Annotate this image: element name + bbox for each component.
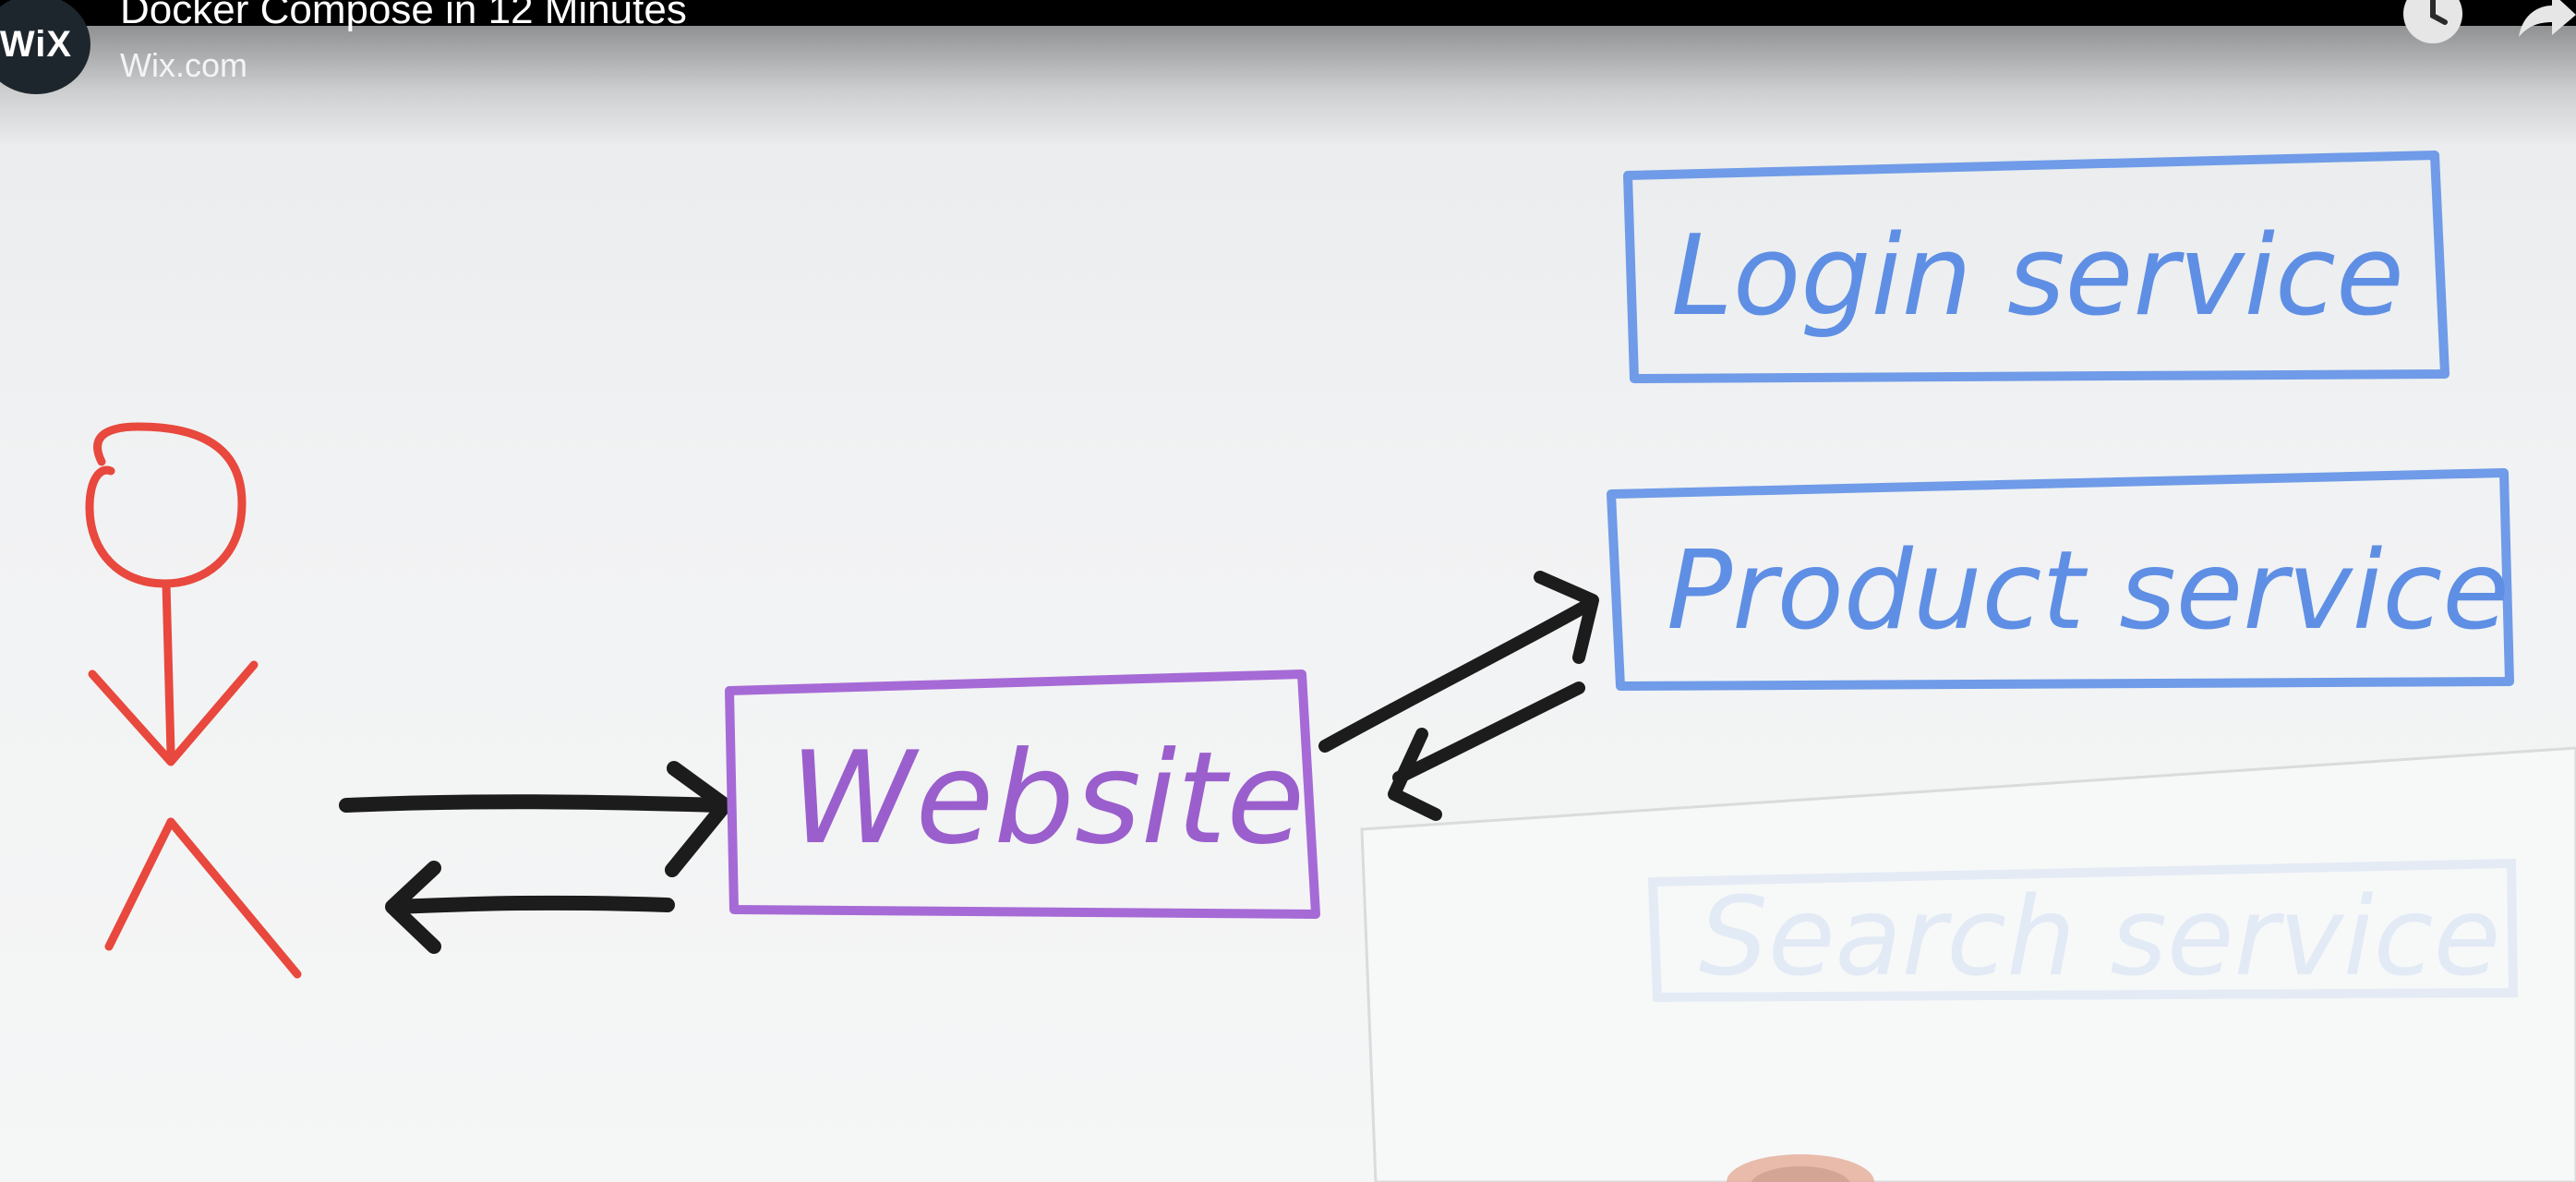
player-top-bar <box>0 0 2576 26</box>
login-service-box: Login service <box>1623 151 2450 383</box>
product-service-box: Product service <box>1607 468 2514 691</box>
share-arrow-icon[interactable] <box>2513 0 2576 55</box>
product-service-label: Product service <box>1667 526 2510 654</box>
video-title[interactable]: Docker Compose in 12 Minutes <box>120 0 687 32</box>
clock-icon[interactable] <box>2401 0 2465 55</box>
user-stick-figure <box>85 422 302 979</box>
user-website-arrows <box>339 761 732 954</box>
search-service-label: Search service <box>1699 873 2500 1000</box>
title-overlay-gradient <box>0 26 2576 146</box>
search-service-box: Search service <box>1647 858 2519 1003</box>
channel-avatar-text: WiX <box>0 23 73 65</box>
login-service-label: Login service <box>1671 212 2404 341</box>
presenter-hand <box>1727 1154 1874 1182</box>
website-service-arrows <box>1318 571 1599 821</box>
channel-avatar[interactable]: WiX <box>0 0 90 94</box>
website-box: Website <box>725 669 1320 919</box>
paper-sheet <box>1360 746 2576 1182</box>
channel-name[interactable]: Wix.com <box>120 46 247 84</box>
website-label: Website <box>789 724 1305 873</box>
